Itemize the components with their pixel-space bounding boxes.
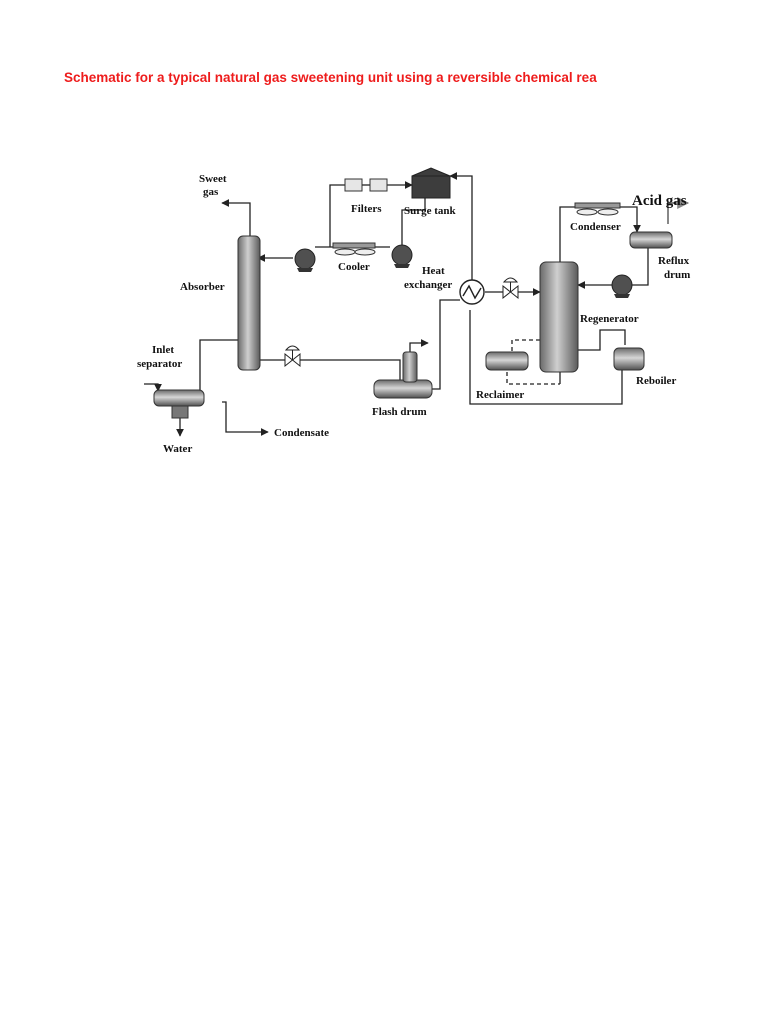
- filter-2: [369, 178, 388, 192]
- regen-overhead-line: [559, 206, 575, 262]
- regen-feed-valve-icon: [502, 277, 519, 300]
- label-flash-drum: Flash drum: [372, 406, 427, 418]
- reboiler-return-line: [469, 310, 623, 405]
- label-cooler: Cooler: [338, 261, 370, 273]
- inlet-separator: [153, 389, 205, 407]
- reclaimer-return-line: [506, 372, 560, 385]
- label-acid-gas: Acid gas: [632, 193, 687, 209]
- heat-exchanger-icon: [459, 279, 485, 305]
- filter-1: [344, 178, 363, 192]
- reclaimer: [485, 351, 529, 371]
- reboiler: [613, 347, 645, 371]
- reboiler-feed-line: [578, 329, 626, 351]
- flash-to-hx-line: [432, 299, 460, 390]
- label-sweet-gas-line1: Sweet: [199, 173, 227, 185]
- label-heat-exchanger-line2: exchanger: [404, 279, 452, 291]
- label-surge-tank: Surge tank: [404, 205, 457, 217]
- reflux-drum: [629, 231, 673, 249]
- separator-to-absorber-line: [199, 339, 238, 391]
- surge-to-pump-line: [401, 197, 426, 247]
- label-reclaimer: Reclaimer: [476, 389, 524, 401]
- absorber-column: [237, 235, 261, 371]
- reclaimer-feed-line: [511, 339, 540, 352]
- filter-loop-line: [329, 184, 345, 247]
- separator-boot: [171, 405, 189, 419]
- label-heat-exchanger-line1: Heat: [422, 265, 445, 277]
- condenser-fan-icon: [574, 202, 621, 216]
- reflux-pump-icon: [611, 274, 633, 298]
- sweet-gas-line: [221, 199, 251, 236]
- flash-vent-line: [409, 339, 429, 352]
- document-title: Schematic for a typical natural gas swee…: [64, 70, 597, 85]
- label-inlet-separator-line1: Inlet: [152, 344, 174, 356]
- label-reboiler: Reboiler: [636, 375, 676, 387]
- label-absorber: Absorber: [180, 281, 225, 293]
- condensate-line: [222, 401, 269, 436]
- label-water: Water: [163, 443, 192, 455]
- label-reflux-drum-line1: Reflux: [658, 255, 690, 267]
- flash-drum: [373, 379, 433, 399]
- surge-tank-roof: [411, 167, 451, 177]
- label-inlet-separator-line2: separator: [137, 358, 182, 370]
- cooler-fan-icon: [332, 242, 376, 256]
- rich-amine-valve-icon: [284, 345, 301, 368]
- regenerator-column: [539, 261, 579, 373]
- flash-drum-stack: [402, 351, 418, 383]
- acid-gas-line: [667, 197, 690, 224]
- surge-pump-icon: [391, 244, 413, 268]
- hx-to-surge-line: [449, 172, 473, 285]
- label-sweet-gas-line2: gas: [203, 186, 219, 198]
- label-condenser: Condenser: [570, 221, 621, 233]
- label-regenerator: Regenerator: [580, 313, 639, 325]
- valve-to-flash-line: [300, 359, 401, 380]
- lean-amine-pump-icon: [294, 248, 316, 272]
- surge-tank: [411, 175, 451, 199]
- condenser-out-line: [620, 206, 641, 233]
- label-reflux-drum-line2: drum: [664, 269, 690, 281]
- inlet-feed-line: [144, 383, 162, 392]
- reflux-line: [632, 248, 649, 286]
- label-condensate: Condensate: [274, 427, 329, 439]
- label-filters: Filters: [351, 203, 382, 215]
